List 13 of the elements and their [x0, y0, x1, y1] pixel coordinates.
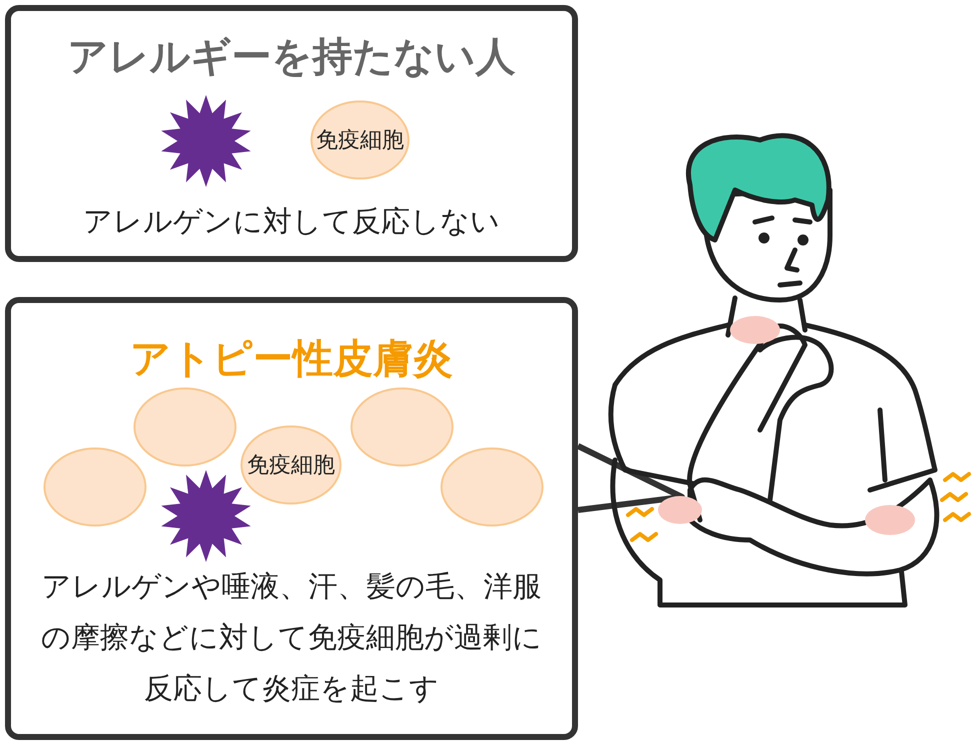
- panel-heading: アレルギーを持たない人: [66, 33, 516, 82]
- cell-ellipse: 免疫細胞: [240, 425, 342, 505]
- cell-ellipse: [43, 447, 147, 527]
- cell-ellipse: [350, 387, 454, 467]
- description-text: アレルゲンや唾液、汗、髪の毛、洋服の摩擦などに対して免疫細胞が過剰に反応して炎症を起こす: [40, 568, 543, 706]
- cell-ellipse: 免疫細胞: [310, 100, 410, 180]
- cell-ellipse: [133, 387, 237, 467]
- description-text: アレルゲンに対して反応しない: [82, 203, 501, 240]
- cell-ellipse: [440, 447, 544, 527]
- panel-heading: アトピー性皮膚炎: [129, 335, 454, 384]
- info-panel: [5, 5, 578, 262]
- info-panel: [5, 297, 578, 740]
- allergen-starburst: [160, 95, 252, 187]
